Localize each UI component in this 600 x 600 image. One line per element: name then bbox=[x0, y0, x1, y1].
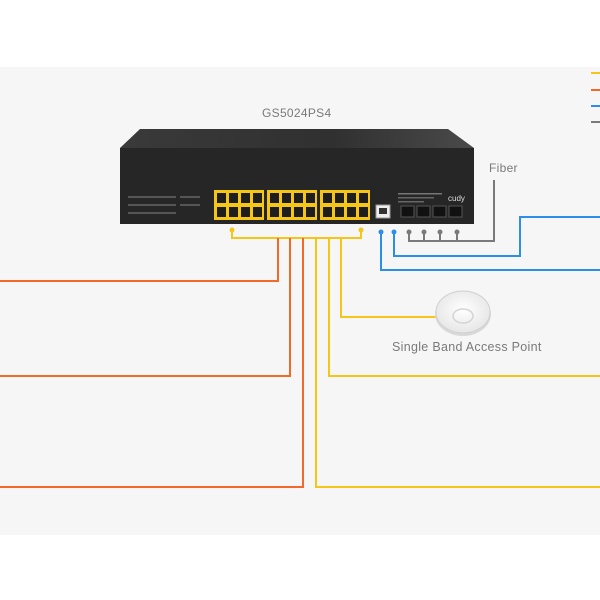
access-point-label: Single Band Access Point bbox=[392, 340, 542, 354]
ethernet-port bbox=[347, 207, 356, 217]
ethernet-port bbox=[323, 193, 332, 203]
ethernet-port bbox=[241, 207, 250, 217]
ethernet-port bbox=[294, 193, 303, 203]
ethernet-port bbox=[270, 193, 279, 203]
ethernet-port bbox=[359, 193, 368, 203]
ethernet-line-3 bbox=[0, 238, 304, 488]
ethernet-line-2 bbox=[0, 238, 291, 377]
sfp-port-block bbox=[400, 205, 463, 218]
ethernet-port bbox=[347, 193, 356, 203]
switch-device: cudy bbox=[120, 129, 474, 224]
brand-logo: cudy bbox=[448, 194, 465, 203]
ethernet-port bbox=[229, 193, 238, 203]
sfp-port bbox=[400, 205, 415, 218]
uplink-line-1 bbox=[380, 232, 600, 271]
switch-model-label: GS5024PS4 bbox=[262, 106, 332, 120]
poe-line-2 bbox=[328, 238, 600, 377]
sfp-port bbox=[432, 205, 447, 218]
poe-line-1 bbox=[315, 238, 600, 488]
connection-lines bbox=[0, 180, 600, 488]
legend bbox=[591, 72, 600, 123]
sfp-port bbox=[448, 205, 463, 218]
fiber-label: Fiber bbox=[489, 161, 518, 175]
switch-top-panel bbox=[120, 129, 474, 148]
ethernet-port bbox=[335, 193, 344, 203]
status-leds bbox=[128, 196, 200, 214]
ethernet-port bbox=[306, 193, 315, 203]
poe-port-block bbox=[214, 190, 370, 220]
ethernet-port bbox=[241, 193, 250, 203]
fiber-line bbox=[408, 180, 495, 242]
ethernet-port bbox=[335, 207, 344, 217]
ethernet-port bbox=[229, 207, 238, 217]
ethernet-port bbox=[270, 207, 279, 217]
uplink-line-2 bbox=[393, 216, 600, 257]
ethernet-line-1 bbox=[0, 238, 279, 282]
ethernet-port bbox=[323, 207, 332, 217]
ethernet-port bbox=[217, 193, 226, 203]
ethernet-port bbox=[253, 193, 262, 203]
ethernet-port bbox=[359, 207, 368, 217]
ethernet-port bbox=[282, 207, 291, 217]
ethernet-port bbox=[306, 207, 315, 217]
ethernet-port bbox=[294, 207, 303, 217]
poe-line-access-point bbox=[340, 238, 436, 318]
access-point-icon bbox=[435, 290, 491, 336]
ethernet-port bbox=[253, 207, 262, 217]
ethernet-port bbox=[282, 193, 291, 203]
poe-bracket-line bbox=[231, 230, 362, 239]
sfp-port bbox=[416, 205, 431, 218]
ethernet-port bbox=[217, 207, 226, 217]
